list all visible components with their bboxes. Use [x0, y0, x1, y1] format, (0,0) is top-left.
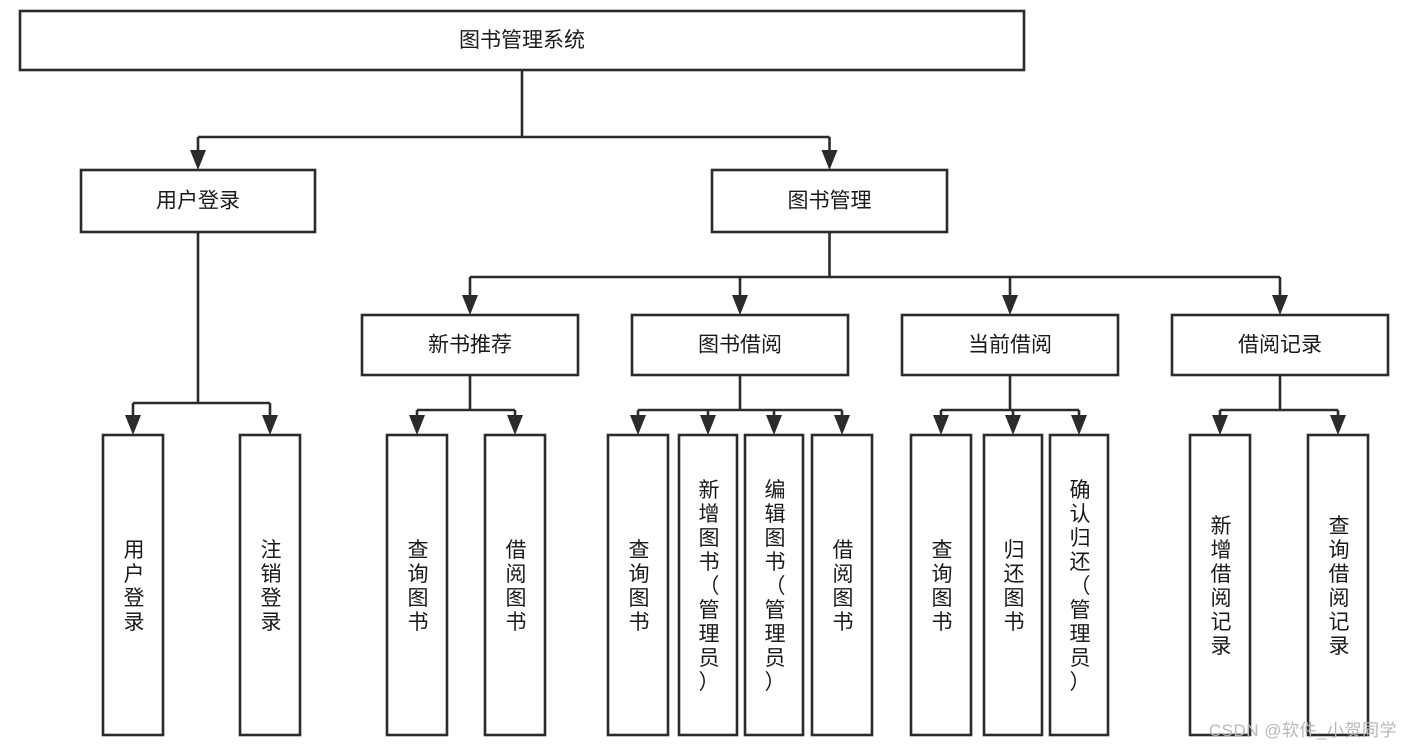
- node-rect[interactable]: [810, 433, 874, 737]
- node-leaf-6[interactable]: 编辑图书（管理员）: [743, 433, 805, 737]
- node-rect[interactable]: [79, 168, 317, 234]
- node-label: 借阅图书: [833, 539, 854, 634]
- node-rect[interactable]: [1170, 313, 1390, 377]
- arrow-head: [630, 415, 646, 435]
- node-leaf-12[interactable]: 查询借阅记录: [1306, 433, 1370, 737]
- node-label: 编辑图书（管理员）: [765, 479, 786, 694]
- arrow-head: [1272, 295, 1288, 315]
- node-level2-1[interactable]: 图书管理: [710, 168, 949, 234]
- node-label: 查询借阅记录: [1329, 515, 1350, 658]
- node-label: 查询图书: [932, 539, 953, 634]
- node-rect[interactable]: [743, 433, 805, 737]
- node-leaf-8[interactable]: 查询图书: [909, 433, 973, 737]
- node-label: 归还图书: [1004, 539, 1025, 634]
- arrow-head: [125, 415, 141, 435]
- node-leaf-0[interactable]: 用户登录: [101, 433, 165, 737]
- node-label: 查询图书: [408, 539, 429, 634]
- node-label: 用户登录: [156, 190, 240, 213]
- node-leaf-10[interactable]: 确认归还（管理员）: [1048, 433, 1110, 737]
- node-rect[interactable]: [1048, 433, 1110, 737]
- arrow-head: [821, 150, 838, 170]
- node-label: 确认归还（管理员）: [1070, 479, 1091, 694]
- node-label: 查询图书: [629, 539, 650, 634]
- node-root[interactable]: 图书管理系统: [18, 9, 1026, 72]
- connector-layer: [125, 70, 1346, 435]
- arrow-head: [834, 415, 850, 435]
- node-level3-2[interactable]: 当前借阅: [900, 313, 1120, 377]
- node-rect[interactable]: [18, 9, 1026, 72]
- node-leaf-5[interactable]: 新增图书（管理员）: [677, 433, 739, 737]
- node-level3-1[interactable]: 图书借阅: [630, 313, 850, 377]
- node-label: 新书推荐: [428, 334, 512, 357]
- node-label: 新增借阅记录: [1211, 515, 1232, 658]
- watermark-label: CSDN @软件_小贺同学: [1208, 721, 1397, 740]
- node-level3-0[interactable]: 新书推荐: [360, 313, 580, 377]
- arrow-head: [409, 415, 425, 435]
- node-rect[interactable]: [360, 313, 580, 377]
- node-label: 注销登录: [261, 539, 282, 634]
- node-label: 图书借阅: [698, 334, 782, 357]
- node-leaf-1[interactable]: 注销登录: [238, 433, 302, 737]
- arrow-head: [462, 295, 478, 315]
- node-leaf-9[interactable]: 归还图书: [982, 433, 1044, 737]
- node-leaf-3[interactable]: 借阅图书: [483, 433, 547, 737]
- arrow-head: [262, 415, 278, 435]
- node-level2-0[interactable]: 用户登录: [79, 168, 317, 234]
- node-rect[interactable]: [710, 168, 949, 234]
- arrow-head: [732, 295, 748, 315]
- node-leaf-2[interactable]: 查询图书: [385, 433, 449, 737]
- node-rect[interactable]: [677, 433, 739, 737]
- node-rect[interactable]: [238, 433, 302, 737]
- arrow-head: [933, 415, 949, 435]
- node-leaf-4[interactable]: 查询图书: [606, 433, 670, 737]
- node-rect[interactable]: [483, 433, 547, 737]
- arrow-head: [1002, 295, 1018, 315]
- node-rect[interactable]: [1188, 433, 1252, 737]
- node-label: 用户登录: [124, 539, 145, 634]
- arrow-head: [507, 415, 523, 435]
- node-label: 借阅图书: [506, 539, 527, 634]
- node-rect[interactable]: [909, 433, 973, 737]
- arrow-head: [1005, 415, 1021, 435]
- arrow-head: [190, 150, 206, 170]
- arrow-head: [700, 415, 716, 435]
- node-rect[interactable]: [630, 313, 850, 377]
- node-leaf-11[interactable]: 新增借阅记录: [1188, 433, 1252, 737]
- arrow-head: [1330, 415, 1346, 435]
- node-label: 图书管理系统: [459, 29, 585, 52]
- node-level3-3[interactable]: 借阅记录: [1170, 313, 1390, 377]
- arrow-head: [766, 415, 782, 435]
- node-rect[interactable]: [385, 433, 449, 737]
- node-rect[interactable]: [900, 313, 1120, 377]
- arrow-head: [1071, 415, 1087, 435]
- node-rect[interactable]: [606, 433, 670, 737]
- node-rect[interactable]: [101, 433, 165, 737]
- node-rect[interactable]: [982, 433, 1044, 737]
- node-label: 新增图书（管理员）: [699, 479, 720, 694]
- node-label: 当前借阅: [968, 334, 1052, 357]
- node-rect[interactable]: [1306, 433, 1370, 737]
- node-label: 图书管理: [788, 190, 872, 213]
- node-layer: 图书管理系统用户登录图书管理新书推荐图书借阅当前借阅借阅记录用户登录注销登录查询…: [18, 9, 1390, 737]
- node-label: 借阅记录: [1238, 334, 1322, 357]
- arrow-head: [1212, 415, 1228, 435]
- node-leaf-7[interactable]: 借阅图书: [810, 433, 874, 737]
